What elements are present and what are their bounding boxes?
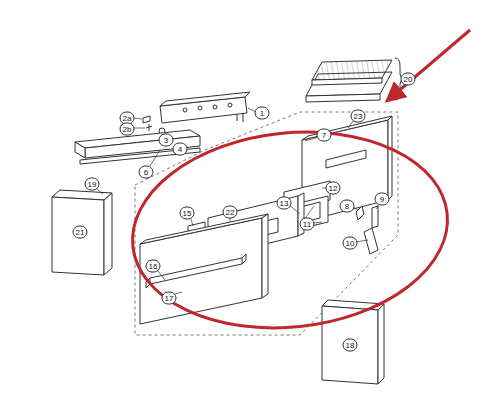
callout-number: 8 xyxy=(340,200,355,213)
callout-number: 22 xyxy=(223,206,238,219)
callout-number: 4 xyxy=(173,143,188,156)
callout-number: 20 xyxy=(401,73,416,86)
callout-number: 21 xyxy=(73,226,88,239)
callout-number: 13 xyxy=(277,197,292,210)
callout-number: 6 xyxy=(139,166,154,179)
highlight-arrow xyxy=(388,30,470,100)
callout-number: 17 xyxy=(162,292,177,305)
callout-number: 3 xyxy=(159,134,174,147)
hinge xyxy=(356,206,378,254)
callout-number: 1 xyxy=(255,107,270,120)
left-side-panel xyxy=(52,190,112,275)
callout-number: 2b xyxy=(120,123,135,136)
callout-number: 12 xyxy=(326,182,341,195)
callout-number: 9 xyxy=(375,193,390,206)
right-side-panel xyxy=(322,300,384,384)
callout-number: 16 xyxy=(146,260,161,273)
callout-number: 11 xyxy=(300,218,315,231)
outer-door xyxy=(140,214,268,324)
callout-number: 18 xyxy=(343,339,358,352)
assembly-outline xyxy=(135,112,398,335)
control-panel xyxy=(160,92,250,123)
callout-number: 23 xyxy=(351,110,366,123)
highlight-ellipse xyxy=(123,117,458,343)
callout-number: 19 xyxy=(85,178,100,191)
callout-number: 7 xyxy=(317,129,332,142)
door-trim xyxy=(75,130,200,164)
callout-number: 15 xyxy=(180,207,195,220)
callout-number: 10 xyxy=(343,237,358,250)
broiler-pan xyxy=(306,58,404,102)
